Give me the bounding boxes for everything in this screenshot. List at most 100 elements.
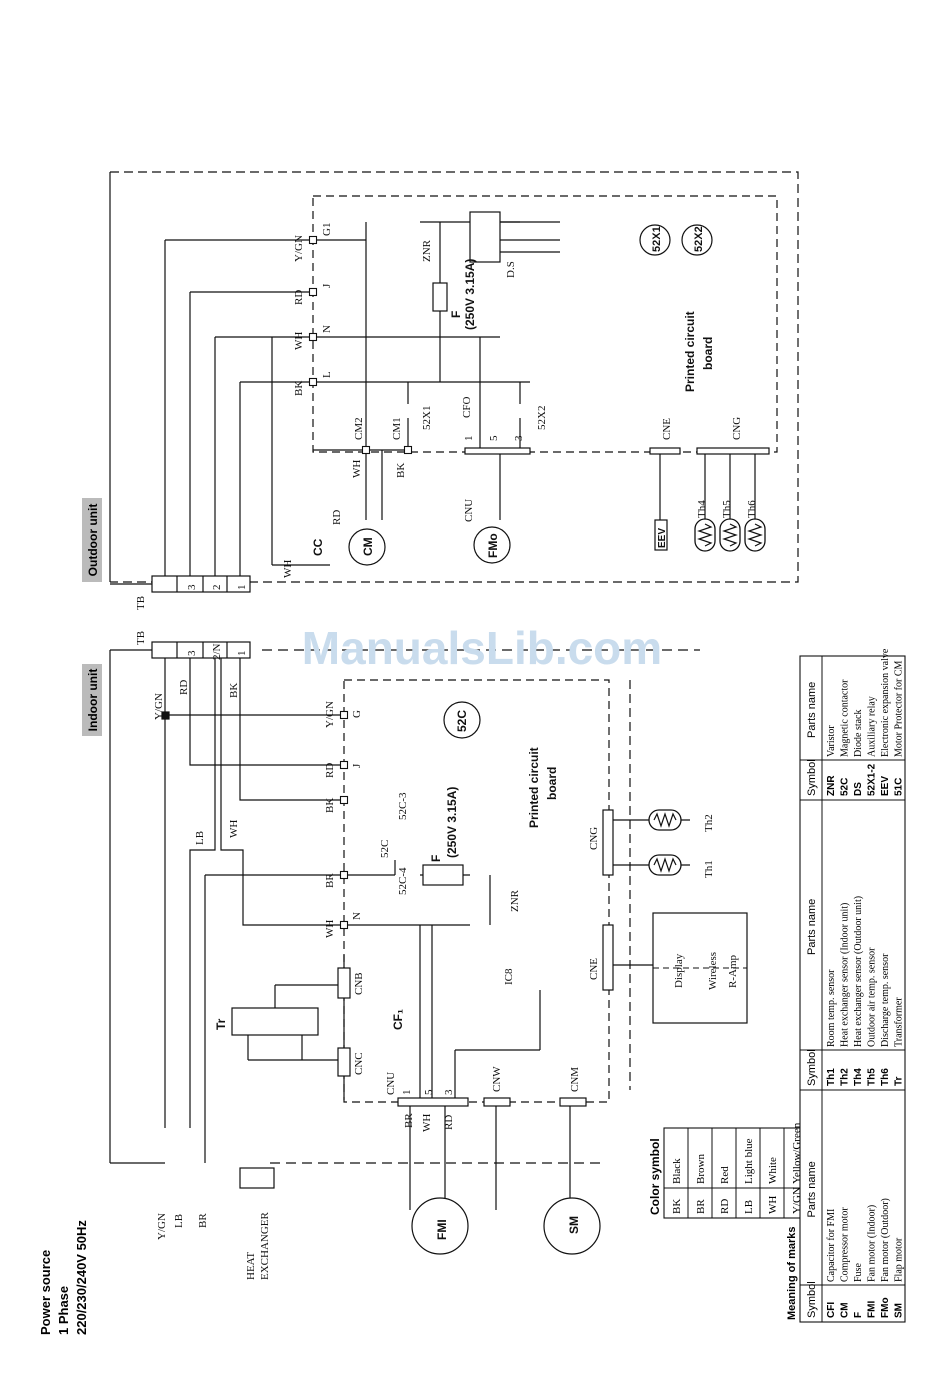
wire-br-pcb: BR [324, 873, 336, 888]
out-th4: Th4 [696, 500, 708, 518]
in-pin3: 3 [443, 1089, 455, 1095]
out-fuse: F [449, 311, 463, 318]
tb-in-2n: 2/N [211, 643, 223, 660]
wire-wh-indoor: WH [228, 820, 240, 838]
color-name: Red [719, 1166, 731, 1184]
color-code: BK [671, 1199, 683, 1214]
out-52x2: 52X2 [536, 406, 548, 430]
in-cng: CNG [588, 827, 600, 850]
meaning-symbol: 52C [840, 778, 851, 796]
meaning-part-name: Varistor [826, 725, 837, 757]
term-n-out: N [321, 325, 333, 333]
out-pin1: 1 [463, 436, 475, 442]
out-fuse-rating: (250V 3.15A) [463, 259, 477, 330]
out-eev: EEV [657, 528, 668, 548]
color-code: BR [695, 1199, 707, 1214]
tb-out-1: 1 [236, 585, 248, 591]
term-g: G [351, 710, 363, 718]
in-fmi: FMI [435, 1219, 449, 1240]
meaning-header: Symbol [806, 1281, 818, 1318]
meaning-symbol: Th4 [853, 1068, 864, 1086]
in-cnb: CNB [353, 972, 365, 995]
meaning-header: Parts name [806, 899, 818, 955]
meaning-header: Symbol [806, 759, 818, 796]
meaning-part-name: Compressor motor [840, 1207, 851, 1282]
indoor-unit-label: Indoor unit [86, 669, 100, 732]
out-cfo: CFO [461, 397, 473, 418]
meaning-part-name: Heat exchanger sensor (Indoor unit) [840, 903, 851, 1047]
meaning-symbol: Th5 [867, 1068, 878, 1086]
in-br: BR [403, 1113, 415, 1128]
wire-rd-outdoor: RD [293, 290, 305, 305]
in-wh: WH [421, 1114, 433, 1132]
meaning-symbol: CFI [826, 1302, 837, 1318]
wire-ygn-indoor: Y/GN [153, 693, 165, 720]
out-cnu: CNU [463, 499, 475, 522]
in-ic8: IC8 [503, 968, 515, 985]
meaning-part-name: Flap motor [894, 1237, 905, 1282]
out-cc: CC [311, 538, 325, 556]
out-cm: CM [361, 537, 375, 556]
out-cng: CNG [731, 417, 743, 440]
out-cne: CNE [661, 418, 673, 440]
meaning-symbol: CM [840, 1302, 851, 1318]
wire-bk-outdoor: BK [293, 381, 305, 396]
power-source-title: Power source [38, 1250, 53, 1335]
out-znr: ZNR [421, 239, 433, 262]
meaning-symbol: FMI [867, 1301, 878, 1318]
out-wh-cc: WH [282, 560, 294, 578]
meaning-header: Symbol [806, 1049, 818, 1086]
meaning-symbol: Th6 [880, 1068, 891, 1086]
in-rd: RD [443, 1115, 455, 1130]
color-name: White [767, 1157, 779, 1184]
meaning-part-name: Fan motor (Outdoor) [880, 1198, 891, 1282]
out-bk: BK [395, 463, 407, 478]
in-52c-4: 52C-4 [397, 867, 409, 895]
wire-lb-indoor: LB [194, 831, 206, 845]
power-phase: 1 Phase [56, 1286, 71, 1335]
out-wh: WH [351, 460, 363, 478]
in-cnm: CNM [569, 1067, 581, 1092]
in-52c: 52C [455, 710, 469, 732]
meaning-title: Meaning of marks [786, 1226, 798, 1320]
in-th2: Th2 [703, 814, 715, 832]
in-pin1: 1 [401, 1090, 413, 1096]
out-cm2: CM2 [353, 417, 365, 440]
in-52c-switch: 52C [379, 840, 391, 858]
meaning-part-name: Heat exchanger sensor (Outdoor unit) [853, 896, 864, 1047]
meaning-part-name: Magnetic contactor [840, 679, 851, 757]
in-52c-3: 52C-3 [397, 792, 409, 820]
ext-lb: LB [173, 1214, 185, 1228]
in-display: Display [673, 953, 685, 988]
meaning-part-name: Transformer [894, 997, 905, 1047]
tb-in-1: 1 [236, 651, 248, 657]
meaning-part-name: Motor Protector for CM [894, 661, 905, 757]
color-name: Light blue [743, 1138, 755, 1184]
in-cnu: CNU [385, 1072, 397, 1095]
out-52x2-relay: 52X2 [693, 226, 705, 252]
tb-out-2: 2 [211, 585, 223, 591]
in-tr: Tr [214, 1018, 228, 1030]
meaning-part-name: Electronic expansion valve [880, 648, 891, 757]
color-symbol-title: Color symbol [648, 1138, 662, 1215]
meaning-symbol: Tr [894, 1076, 905, 1086]
tb-outdoor-label: TB [135, 596, 147, 610]
wire-wh-pcb: WH [324, 920, 336, 938]
out-52x1: 52X1 [421, 406, 433, 430]
wire-rd-pcb: RD [324, 763, 336, 778]
outdoor-unit-label: Outdoor unit [86, 504, 100, 577]
in-pcb-l1: Printed circuit [527, 747, 541, 828]
in-pcb-l2: board [545, 767, 559, 800]
in-sm: SM [567, 1216, 581, 1234]
tb-in-3: 3 [186, 650, 198, 656]
in-fuse: F [429, 855, 443, 862]
power-voltage: 220/230/240V 50Hz [74, 1220, 89, 1335]
meaning-part-name: Diode stack [853, 710, 864, 758]
term-j-out: J [321, 283, 333, 288]
color-name: Brown [695, 1154, 707, 1184]
in-cnw: CNW [491, 1066, 503, 1092]
in-znr: ZNR [509, 889, 521, 912]
meaning-part-name: Capacitor for FMI [826, 1209, 837, 1282]
